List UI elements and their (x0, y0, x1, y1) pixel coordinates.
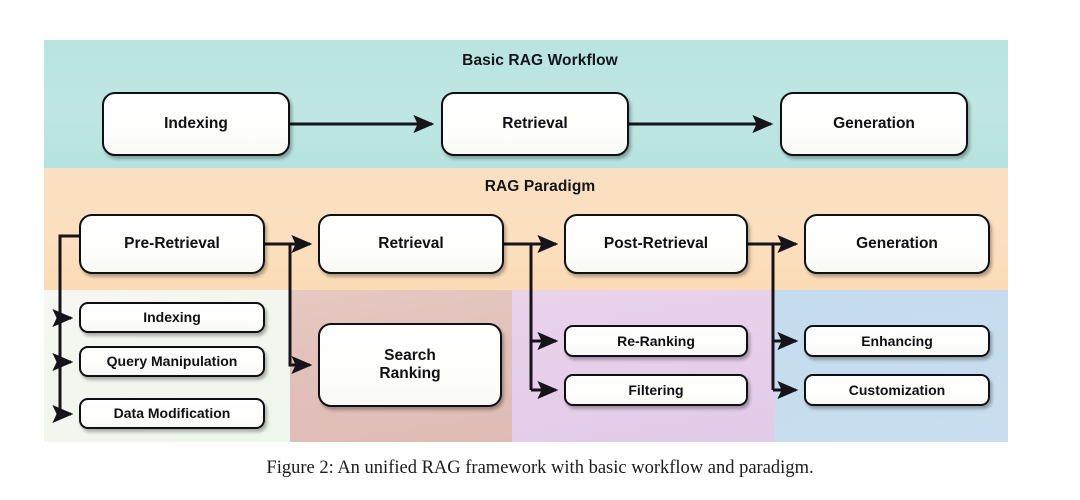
node-customization[interactable]: Customization (804, 374, 990, 406)
node-label: Customization (848, 381, 946, 398)
node-indexing[interactable]: Indexing (79, 302, 265, 333)
node-label-line1: Search (384, 347, 436, 365)
node-label: Indexing (164, 115, 228, 133)
node-label: Retrieval (378, 235, 444, 253)
node-generation[interactable]: Generation (804, 214, 990, 274)
basic-workflow-title: Basic RAG Workflow (462, 52, 618, 69)
node-label: Pre-Retrieval (124, 235, 220, 253)
node-basic-generation[interactable]: Generation (780, 92, 968, 156)
node-enhancing[interactable]: Enhancing (804, 325, 990, 357)
column-generation (775, 290, 1008, 442)
rag-paradigm-title: RAG Paradigm (484, 178, 596, 195)
node-label-line2: Ranking (379, 365, 441, 382)
column-post-retrieval (512, 290, 775, 442)
node-re-ranking[interactable]: Re-Ranking (564, 325, 748, 357)
node-label: Indexing (143, 309, 201, 326)
node-search-ranking[interactable]: Search Ranking (318, 323, 502, 407)
node-basic-indexing[interactable]: Indexing (102, 92, 290, 156)
node-label: Re-Ranking (617, 332, 695, 349)
node-label: Generation (856, 235, 938, 253)
figure-caption: Figure 2: An unified RAG framework with … (266, 458, 814, 478)
node-query-manipulation[interactable]: Query Manipulation (79, 346, 265, 377)
node-post-retrieval[interactable]: Post-Retrieval (564, 214, 748, 274)
node-label-wrapper: Search Ranking (373, 347, 446, 383)
node-filtering[interactable]: Filtering (564, 374, 748, 406)
node-label: Retrieval (502, 115, 568, 133)
node-basic-retrieval[interactable]: Retrieval (441, 92, 629, 156)
node-retrieval[interactable]: Retrieval (318, 214, 504, 274)
node-label: Enhancing (861, 332, 933, 349)
node-label: Data Modification (113, 405, 231, 422)
node-label: Filtering (628, 381, 684, 398)
node-label: Generation (833, 115, 915, 133)
node-label: Query Manipulation (106, 353, 238, 370)
node-data-modification[interactable]: Data Modification (79, 398, 265, 429)
node-label: Post-Retrieval (603, 235, 709, 253)
node-pre-retrieval[interactable]: Pre-Retrieval (79, 214, 265, 274)
